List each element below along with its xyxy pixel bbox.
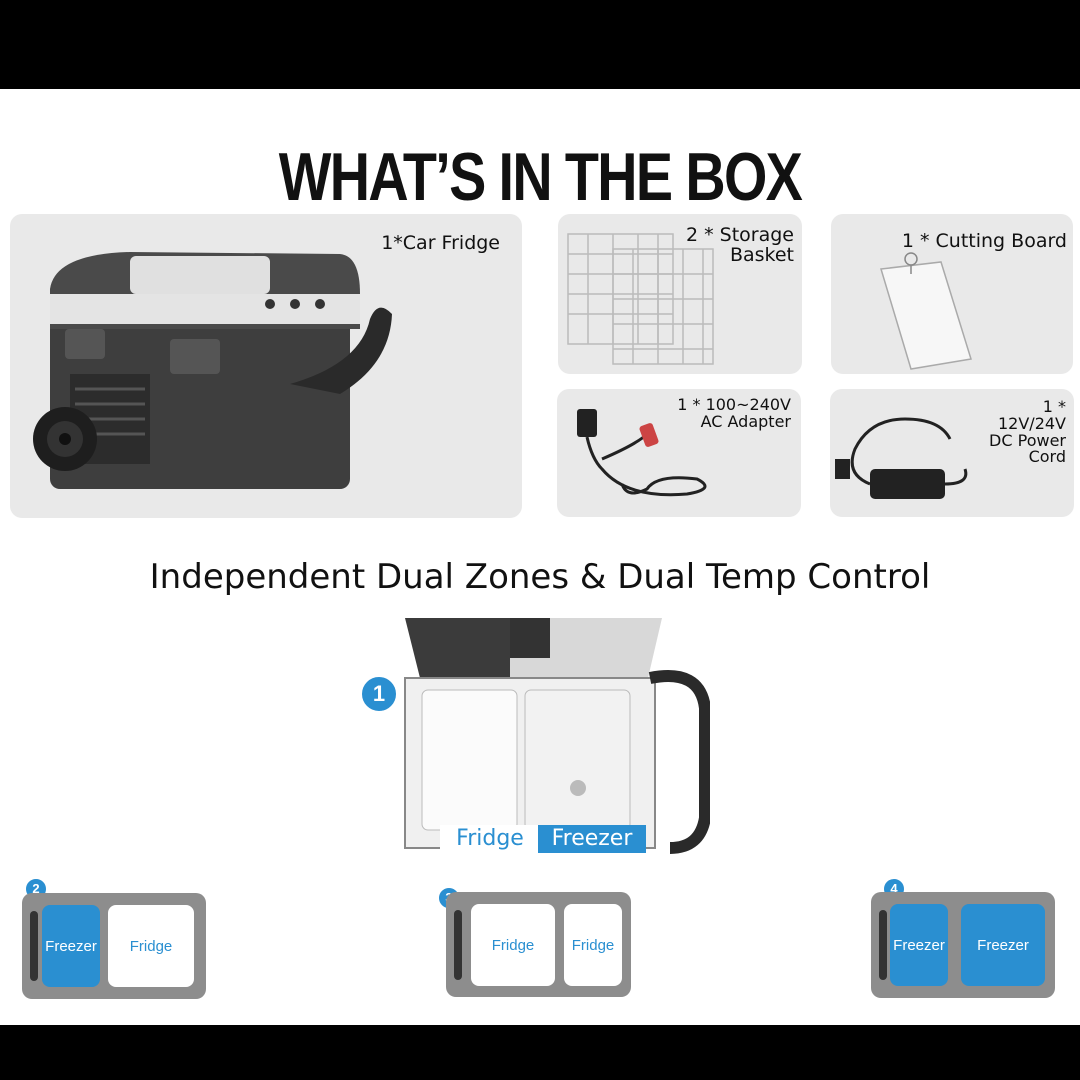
car-fridge-image bbox=[33, 252, 392, 489]
config-4-right-zone: Freezer bbox=[961, 904, 1045, 986]
ac-adapter-label-line2: AC Adapter bbox=[700, 411, 791, 431]
dc-cord-label-line1: 1 * bbox=[1042, 397, 1066, 416]
config-handle bbox=[454, 910, 462, 980]
config-3-left-zone: Fridge bbox=[471, 904, 555, 986]
config-2-left-zone: Freezer bbox=[42, 905, 100, 987]
cutting-board-label: 1 * Cutting Board bbox=[901, 230, 1067, 252]
car-fridge-panel: 1*Car Fridge bbox=[10, 214, 522, 518]
config-2: Freezer Fridge bbox=[22, 893, 206, 999]
config-badge-1: 1 bbox=[360, 675, 398, 713]
page-title: WHAT’S IN THE BOX bbox=[278, 139, 803, 215]
section-subtitle: Independent Dual Zones & Dual Temp Contr… bbox=[149, 557, 931, 597]
main-fridge-illustration: Fridge Freezer bbox=[400, 618, 710, 868]
cutting-board-panel: 1 * Cutting Board bbox=[831, 214, 1073, 374]
ac-adapter-label-line1: 1 * 100~240V bbox=[677, 395, 791, 414]
open-fridge-image bbox=[404, 618, 710, 854]
storage-basket-label: 2 * Storage Basket bbox=[685, 224, 794, 266]
dc-cord-label-line2: 12V/24V bbox=[998, 413, 1066, 433]
dc-cord-image bbox=[835, 417, 968, 499]
storage-basket-label-line1: 2 * Storage bbox=[685, 224, 794, 246]
storage-basket-image bbox=[567, 233, 714, 365]
cutting-board-image bbox=[880, 252, 972, 370]
config-handle bbox=[30, 911, 38, 981]
config-2-right-zone: Fridge bbox=[108, 905, 194, 987]
config-3: Fridge Fridge bbox=[446, 892, 631, 997]
config-3-right-zone: Fridge bbox=[564, 904, 622, 986]
config-handle bbox=[879, 910, 887, 980]
dc-cord-panel: 1 * 12V/24V DC Power Cord bbox=[830, 389, 1074, 517]
config-4: Freezer Freezer bbox=[871, 892, 1055, 998]
zone-label-fridge: Fridge bbox=[440, 825, 540, 853]
dc-cord-label-line3: DC Power bbox=[989, 430, 1066, 450]
content-area: WHAT’S IN THE BOX 1*Car Fridge bbox=[0, 89, 1080, 1025]
ac-adapter-panel: 1 * 100~240V AC Adapter bbox=[557, 389, 801, 517]
zone-label-freezer: Freezer bbox=[538, 825, 646, 853]
config-4-left-zone: Freezer bbox=[890, 904, 948, 986]
storage-basket-panel: 2 * Storage Basket bbox=[558, 214, 802, 374]
car-fridge-label: 1*Car Fridge bbox=[381, 232, 500, 254]
dc-cord-label: 1 * 12V/24V DC Power Cord bbox=[989, 397, 1066, 467]
ac-adapter-image bbox=[577, 409, 707, 497]
storage-basket-label-line2: Basket bbox=[729, 243, 794, 266]
dc-cord-label-line4: Cord bbox=[1028, 447, 1066, 467]
ac-adapter-label: 1 * 100~240V AC Adapter bbox=[677, 395, 791, 431]
